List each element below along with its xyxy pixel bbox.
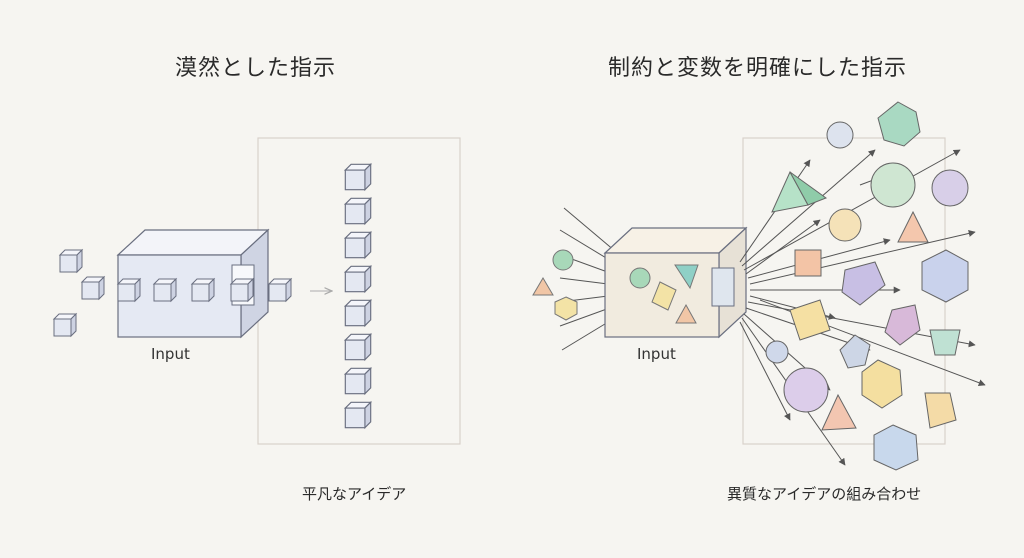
diverse-output-shapes: [765, 101, 969, 471]
pyramid-shape: [821, 393, 857, 431]
left-output-caption: 平凡なアイデア: [302, 485, 407, 503]
octahedron-shape: [929, 329, 961, 356]
cube-shape: [921, 249, 969, 303]
left-input-label: Input: [151, 345, 190, 363]
sphere-shape: [931, 169, 969, 207]
row-cube: [117, 278, 141, 302]
row-cube: [191, 278, 215, 302]
left-panel: [53, 137, 461, 445]
row-cube: [153, 278, 177, 302]
uniform-output-stack: [344, 163, 372, 429]
twisted-shape: [789, 299, 831, 341]
square-shape: [794, 249, 822, 277]
row-cube: [230, 278, 254, 302]
right-panel: [532, 101, 986, 471]
triangle-shape: [532, 277, 554, 296]
wire-sphere-shape: [828, 208, 862, 242]
twisted-shape: [884, 304, 921, 346]
scattered-cube: [53, 313, 77, 337]
pyramid-shape: [897, 210, 929, 243]
icosahedron-shape: [861, 359, 903, 409]
sphere-shape: [826, 121, 854, 149]
sphere-shape: [552, 249, 574, 271]
scattered-cube: [59, 249, 83, 273]
right-output-caption: 異質なアイデアの組み合わせ: [727, 485, 922, 503]
gem-shape: [839, 334, 871, 369]
sphere-shape: [783, 367, 829, 413]
sphere-shape: [870, 162, 916, 208]
hexagon-shape: [554, 296, 578, 321]
scattered-cube: [81, 276, 105, 300]
right-input-box: [603, 226, 748, 339]
sphere-shape: [765, 340, 789, 364]
right-panel-title: 制約と変数を明確にした指示: [608, 56, 908, 81]
cube-shape: [924, 392, 957, 429]
icosahedron-shape: [873, 424, 919, 471]
gem-shape: [841, 261, 886, 306]
left-panel-title: 漠然とした指示: [175, 56, 337, 81]
icosahedron-shape: [877, 101, 921, 147]
right-input-label: Input: [637, 345, 676, 363]
row-cube: [268, 278, 292, 302]
